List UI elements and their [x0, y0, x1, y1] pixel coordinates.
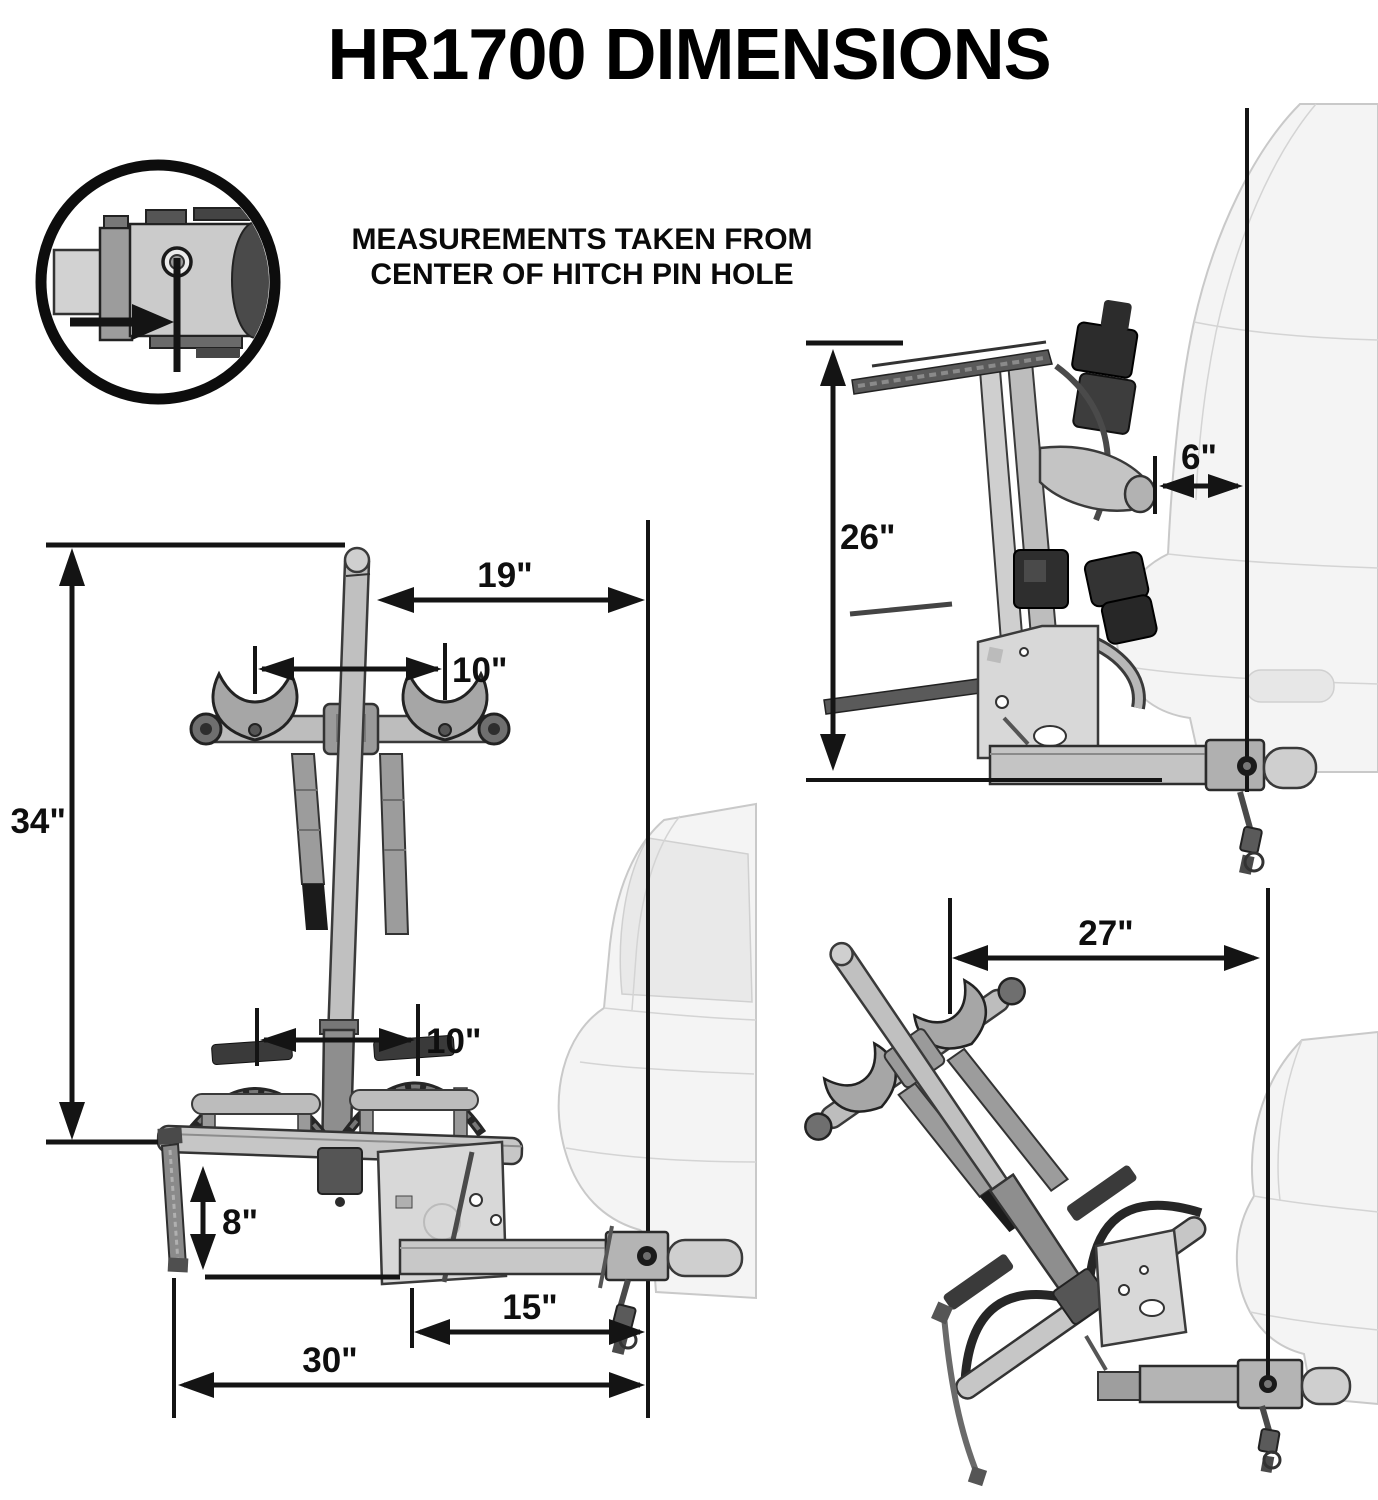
tilted-view-vehicle [1235, 1030, 1378, 1406]
dim-label-26: 26" [840, 518, 896, 557]
receiver-tube [1300, 1366, 1352, 1406]
dim-label-27: 27" [1078, 914, 1134, 953]
hitch-pin [1257, 1428, 1281, 1473]
arrowhead-down-icon [59, 1102, 85, 1140]
dim-10-lower: 10" [255, 1004, 482, 1076]
tilted-view: 27" [804, 888, 1378, 1487]
dim-label-30: 30" [302, 1341, 358, 1380]
folded-view-rack [823, 299, 1318, 875]
arrowhead-right-icon [608, 587, 645, 613]
arrowhead-left-icon [952, 945, 988, 971]
folded-dimensions: 26" 6" [806, 340, 1243, 782]
front-view-rack [156, 546, 744, 1355]
dim-label-19: 19" [477, 556, 533, 595]
strap-right [378, 753, 410, 935]
dim-label-15: 15" [502, 1288, 558, 1327]
arrowhead-down-icon [820, 734, 846, 771]
arrowhead-left-icon [178, 1372, 214, 1398]
dim-label-6: 6" [1181, 438, 1217, 477]
arrowhead-left-icon [1159, 474, 1194, 498]
arrowhead-right-icon [406, 657, 442, 681]
wheel-hoop-right [1084, 1200, 1203, 1297]
front-dimensions: 34" 19" 10" [10, 542, 645, 1418]
dim-26: 26" [806, 340, 1162, 782]
dim-30: 30" [172, 1278, 645, 1418]
page-title: HR1700 DIMENSIONS [327, 15, 1051, 95]
arrowhead-right-icon [379, 1028, 415, 1052]
receiver-tube [666, 1238, 744, 1278]
strap-right [946, 1047, 1070, 1193]
hitch-arm [1138, 1364, 1242, 1404]
cradle-cluster [1071, 299, 1139, 435]
dim-label-10-lower: 10" [426, 1022, 482, 1061]
measurement-note: MEASUREMENTS TAKEN FROM CENTER OF HITCH … [312, 222, 852, 293]
ratchet-cluster [1083, 551, 1158, 645]
folded-view: 26" 6" [806, 103, 1378, 875]
arrowhead-left-icon [258, 657, 294, 681]
arrowhead-right-icon [1224, 945, 1260, 971]
arrowhead-left-icon [260, 1028, 296, 1052]
mast-cap [829, 941, 854, 967]
arrowhead-down-icon [190, 1234, 216, 1270]
arrowhead-right-icon [609, 1372, 645, 1398]
dim-34: 34" [10, 542, 345, 1145]
mast-cap [343, 546, 371, 574]
dim-15: 15" [410, 1288, 645, 1348]
base-rail [988, 744, 1208, 786]
rail-clamp [317, 1147, 363, 1195]
dim-10-upper: 10" [253, 643, 508, 700]
dim-label-34: 34" [10, 802, 66, 841]
strap-left [290, 753, 326, 885]
arrowhead-left-icon [377, 587, 414, 613]
dim-27: 27" [948, 898, 1260, 1014]
arrowhead-up-icon [190, 1166, 216, 1202]
tray-bar-upper [851, 349, 1053, 395]
tray-tube-right [349, 1089, 479, 1111]
hitch-pin-inset [35, 159, 281, 405]
arrowhead-left-icon [414, 1319, 450, 1345]
dim-8: 8" [190, 1166, 400, 1280]
bike-cradle-left [211, 672, 299, 742]
pivot-plate [1094, 1228, 1188, 1348]
measurement-note-line1: MEASUREMENTS TAKEN FROM [351, 223, 813, 256]
dim-6: 6" [1153, 438, 1243, 514]
hitch-receiver-drawing [52, 207, 269, 372]
dangling-strap [941, 1315, 981, 1478]
dim-19: 19" [377, 556, 645, 613]
arrow-right-icon [132, 304, 174, 340]
measurement-note-line2: CENTER OF HITCH PIN HOLE [370, 258, 794, 292]
tilted-dimensions: 27" [948, 898, 1260, 1014]
tilted-rack [804, 941, 1207, 1400]
arrowhead-up-icon [820, 349, 846, 386]
arrowhead-up-icon [59, 548, 85, 586]
dim-label-8: 8" [222, 1203, 258, 1242]
front-view: 34" 19" 10" [10, 520, 757, 1418]
dim-label-10-upper: 10" [452, 651, 508, 690]
hitch-arm [398, 1238, 608, 1276]
tray-tube-left [191, 1093, 321, 1115]
front-view-vehicle [557, 802, 757, 1300]
strap-left-tip [302, 884, 328, 930]
arrowhead-right-icon [609, 1319, 645, 1345]
bike-cradle-right [401, 672, 489, 742]
mast [326, 560, 371, 1040]
arrowhead-right-icon [1208, 474, 1243, 498]
receiver-tube [1262, 746, 1318, 790]
